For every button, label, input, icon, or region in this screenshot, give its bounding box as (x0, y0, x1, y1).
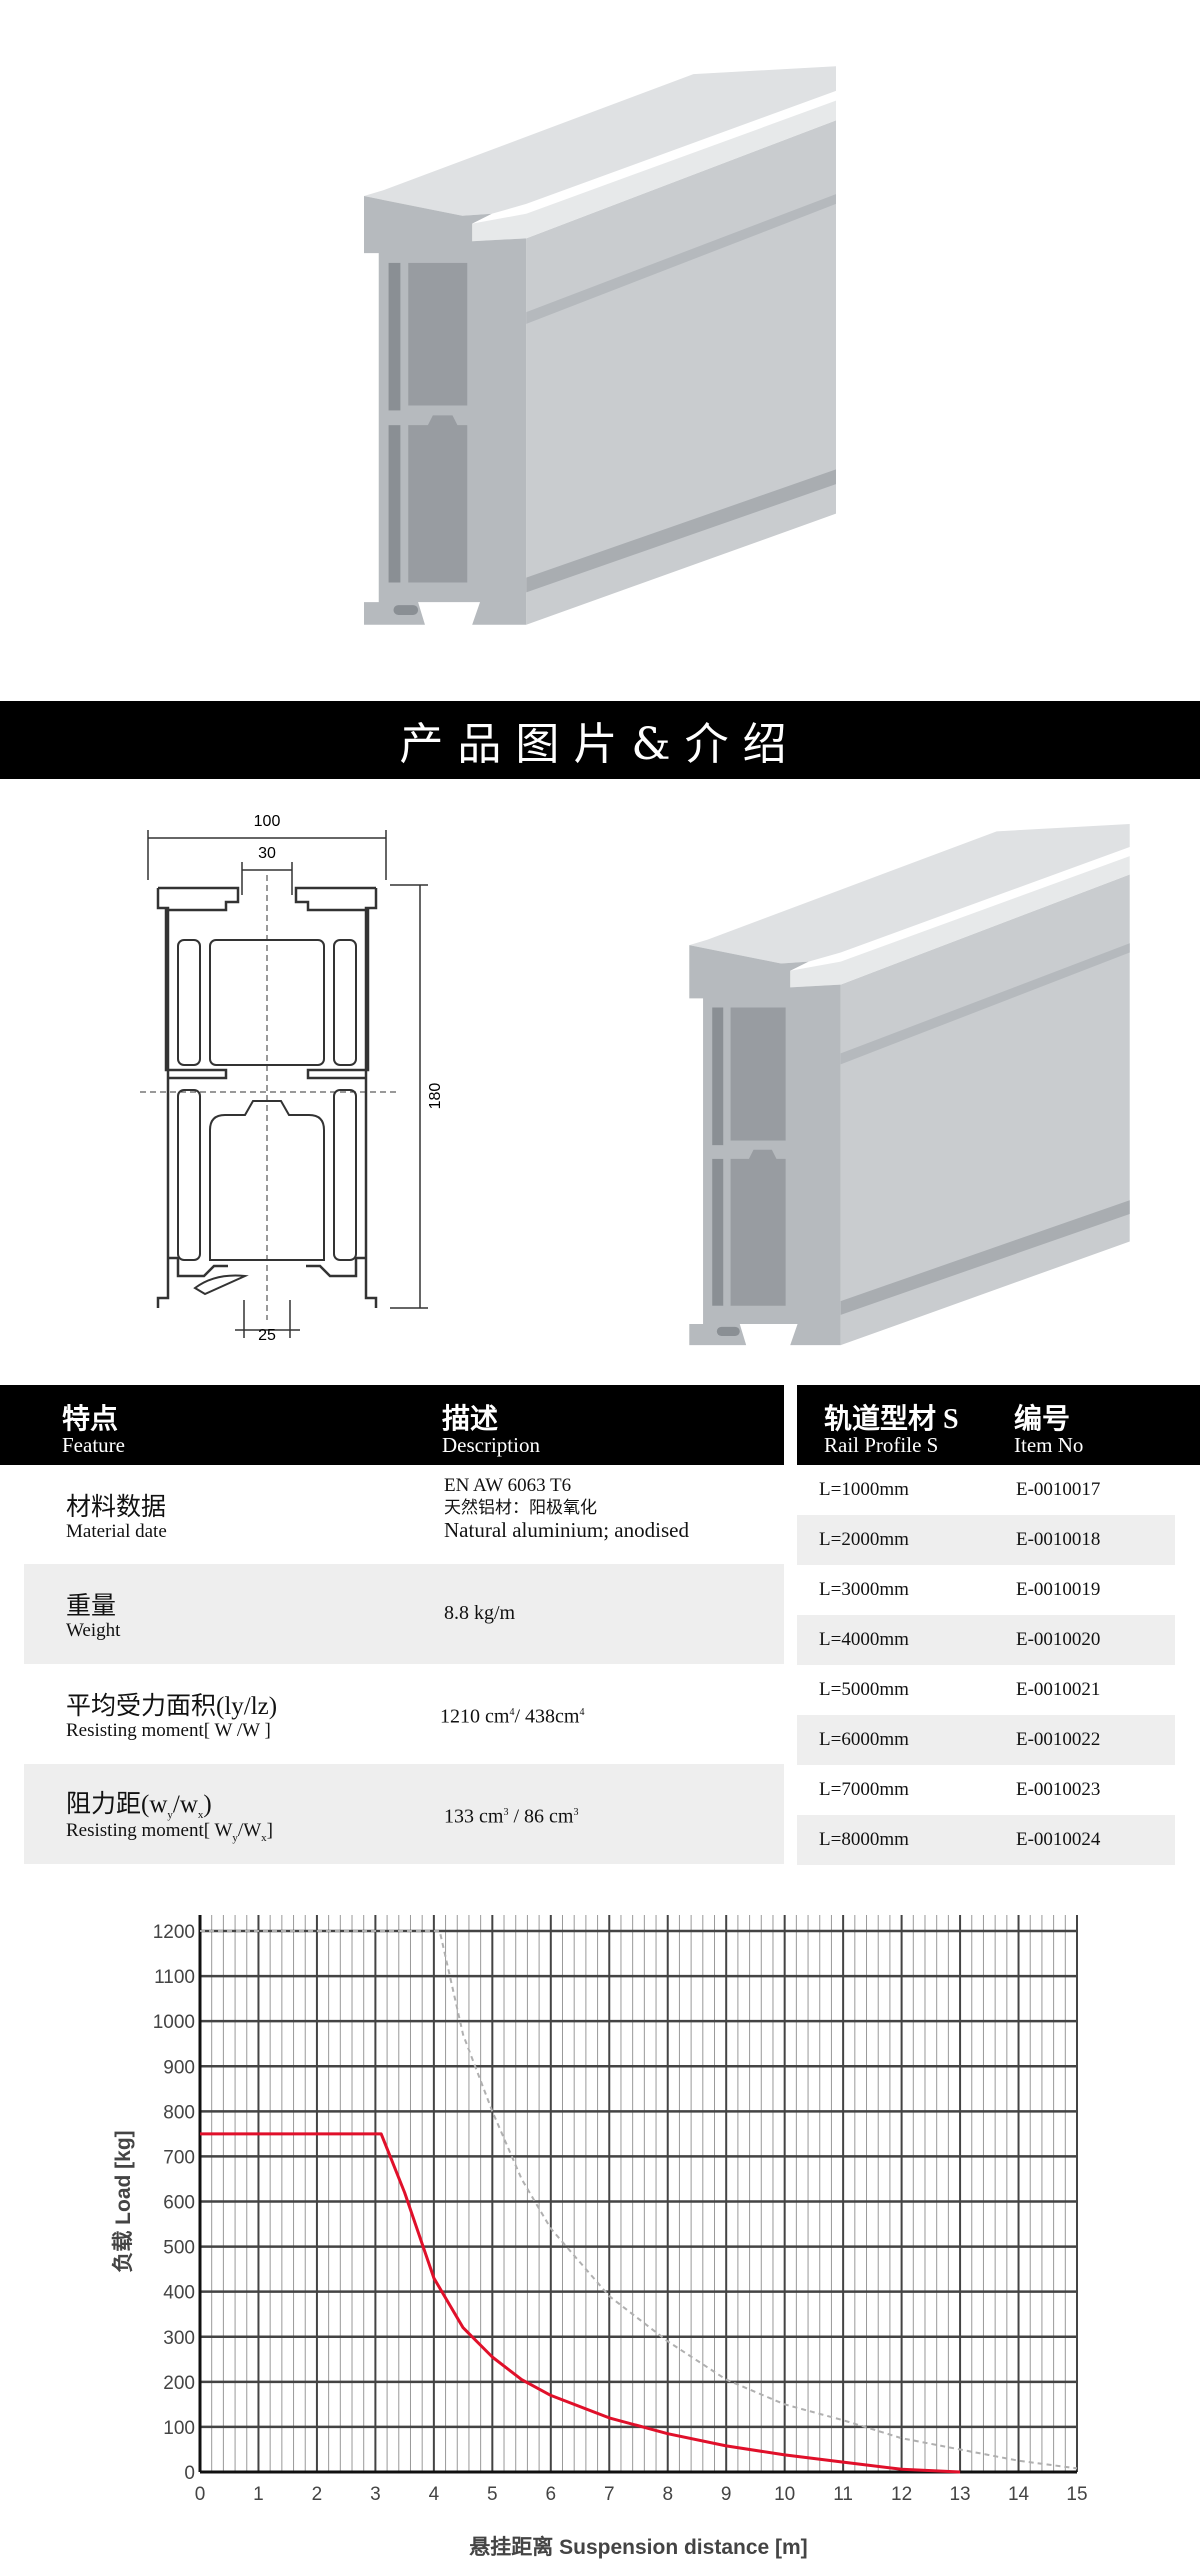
item-row: L=8000mm E-0010024 (797, 1815, 1175, 1865)
dim-slot-bottom-label: 25 (258, 1327, 276, 1344)
feature-cn: 重量 (66, 1593, 117, 1620)
item-length: L=2000mm (819, 1529, 909, 1550)
item-length: L=8000mm (819, 1829, 909, 1850)
header-item-cn: 编号 (1014, 1404, 1071, 1435)
y-tick-label: 900 (163, 2057, 195, 2078)
feature-en: Resisting moment[ W /W ] (66, 1720, 271, 1741)
item-number: E-0010018 (1016, 1529, 1101, 1550)
feature-en: Weight (66, 1620, 121, 1641)
x-tick-label: 13 (949, 2484, 970, 2505)
y-tick-label: 800 (163, 2102, 195, 2123)
x-tick-label: 7 (604, 2484, 615, 2505)
x-tick-label: 0 (195, 2484, 206, 2505)
header-item-en: Item No (1014, 1433, 1084, 1457)
series-reference (200, 1930, 1078, 2470)
dim-height-label: 180 (427, 1083, 444, 1110)
x-tick-label: 10 (774, 2484, 795, 2505)
item-length: L=3000mm (819, 1579, 909, 1600)
header-desc-cn: 描述 (442, 1404, 499, 1435)
item-length: L=1000mm (819, 1479, 909, 1500)
desc-line: EN AW 6063 T6 (444, 1475, 572, 1496)
x-tick-label: 5 (487, 2484, 498, 2505)
desc-line: Natural aluminium; anodised (444, 1518, 689, 1542)
header-profile-cn: 轨道型材 S (824, 1404, 959, 1435)
series-load-limit (200, 2132, 961, 2474)
item-number: E-0010023 (1016, 1779, 1101, 1800)
item-number: E-0010021 (1016, 1679, 1101, 1700)
header-desc-en: Description (442, 1433, 540, 1457)
x-tick-label: 11 (833, 2484, 853, 2505)
item-row: L=4000mm E-0010020 (797, 1615, 1175, 1665)
feature-row: 材料数据 Material date EN AW 6063 T6 天然铝材：阳极… (24, 1465, 784, 1565)
item-length: L=7000mm (819, 1779, 909, 1800)
dim-slot-top-label: 30 (258, 845, 276, 862)
feature-cn: 平均受力面积(ly/lz) (66, 1693, 278, 1720)
rail-product-image-small (689, 824, 1130, 1346)
load-chart: 0100200300400500600700800900100011001200… (111, 1915, 1088, 2559)
y-tick-label: 600 (163, 2193, 195, 2214)
y-tick-label: 100 (163, 2418, 195, 2439)
item-row: L=6000mm E-0010022 (797, 1715, 1175, 1765)
item-number: E-0010024 (1016, 1829, 1101, 1850)
item-row: L=1000mm E-0010017 (797, 1465, 1175, 1515)
feature-row: 平均受力面积(ly/lz) Resisting moment[ W /W ] 1… (24, 1664, 784, 1764)
profile-dimension-drawing: 100 30 180 25 (140, 813, 444, 1344)
feature-desc: 133 cm3 / 86 cm3 (444, 1805, 579, 1828)
item-length: L=6000mm (819, 1729, 909, 1750)
item-number: E-0010017 (1016, 1479, 1101, 1500)
item-table-header: 轨道型材 S Rail Profile S 编号 Item No (797, 1385, 1200, 1465)
feature-desc: EN AW 6063 T6 天然铝材：阳极氧化 Natural aluminiu… (444, 1475, 689, 1541)
rail-product-image (364, 66, 836, 625)
y-tick-label: 500 (163, 2238, 195, 2259)
feature-en: Material date (66, 1521, 167, 1542)
item-length: L=4000mm (819, 1629, 909, 1650)
dim-width-label: 100 (254, 813, 281, 830)
feature-desc: 1210 cm4/ 438cm4 (440, 1705, 585, 1728)
item-length: L=5000mm (819, 1679, 909, 1700)
x-tick-label: 6 (546, 2484, 557, 2505)
item-number: E-0010020 (1016, 1629, 1101, 1650)
x-tick-label: 9 (721, 2484, 732, 2505)
x-tick-label: 2 (312, 2484, 323, 2505)
feature-row: 阻力距(wy/wx) Resisting moment[ Wy/Wx] 133 … (24, 1764, 784, 1864)
y-tick-label: 1000 (153, 2012, 195, 2033)
y-axis-label: 负载 Load [kg] (111, 2130, 135, 2272)
x-tick-label: 3 (370, 2484, 381, 2505)
header-feature-cn: 特点 (62, 1404, 119, 1435)
y-tick-label: 1100 (154, 1967, 195, 1988)
item-row: L=7000mm E-0010023 (797, 1765, 1175, 1815)
y-tick-label: 0 (184, 2463, 195, 2484)
item-row: L=5000mm E-0010021 (797, 1665, 1175, 1715)
feature-en: Resisting moment[ Wy/Wx] (66, 1820, 273, 1844)
section-banner: 产品图片&介绍 (0, 701, 1200, 779)
item-number: E-0010022 (1016, 1729, 1101, 1750)
x-tick-label: 8 (662, 2484, 673, 2505)
y-tick-label: 400 (163, 2283, 195, 2304)
x-axis-label: 悬挂距离 Suspension distance [m] (469, 2535, 807, 2559)
y-tick-label: 1200 (153, 1922, 195, 1943)
feature-cn: 材料数据 (66, 1494, 167, 1521)
header-profile-en: Rail Profile S (824, 1433, 939, 1457)
item-row: L=2000mm E-0010018 (797, 1515, 1175, 1565)
x-tick-label: 12 (891, 2484, 912, 2505)
item-number: E-0010019 (1016, 1579, 1101, 1600)
y-tick-label: 700 (163, 2147, 195, 2168)
header-feature-en: Feature (62, 1433, 125, 1457)
desc-line: 天然铝材：阳极氧化 (444, 1498, 597, 1517)
x-tick-label: 14 (1008, 2484, 1030, 2505)
item-row: L=3000mm E-0010019 (797, 1565, 1175, 1615)
feature-row: 重量 Weight 8.8 kg/m (24, 1564, 784, 1664)
x-tick-label: 1 (253, 2484, 264, 2505)
x-tick-label: 4 (429, 2484, 440, 2505)
y-tick-label: 300 (163, 2328, 195, 2349)
feature-table-header: 特点 Feature 描述 Description (0, 1385, 784, 1465)
y-tick-label: 200 (163, 2373, 195, 2394)
feature-cn: 阻力距(wy/wx) (66, 1791, 212, 1821)
x-tick-label: 15 (1066, 2484, 1087, 2505)
feature-desc: 8.8 kg/m (444, 1602, 516, 1624)
